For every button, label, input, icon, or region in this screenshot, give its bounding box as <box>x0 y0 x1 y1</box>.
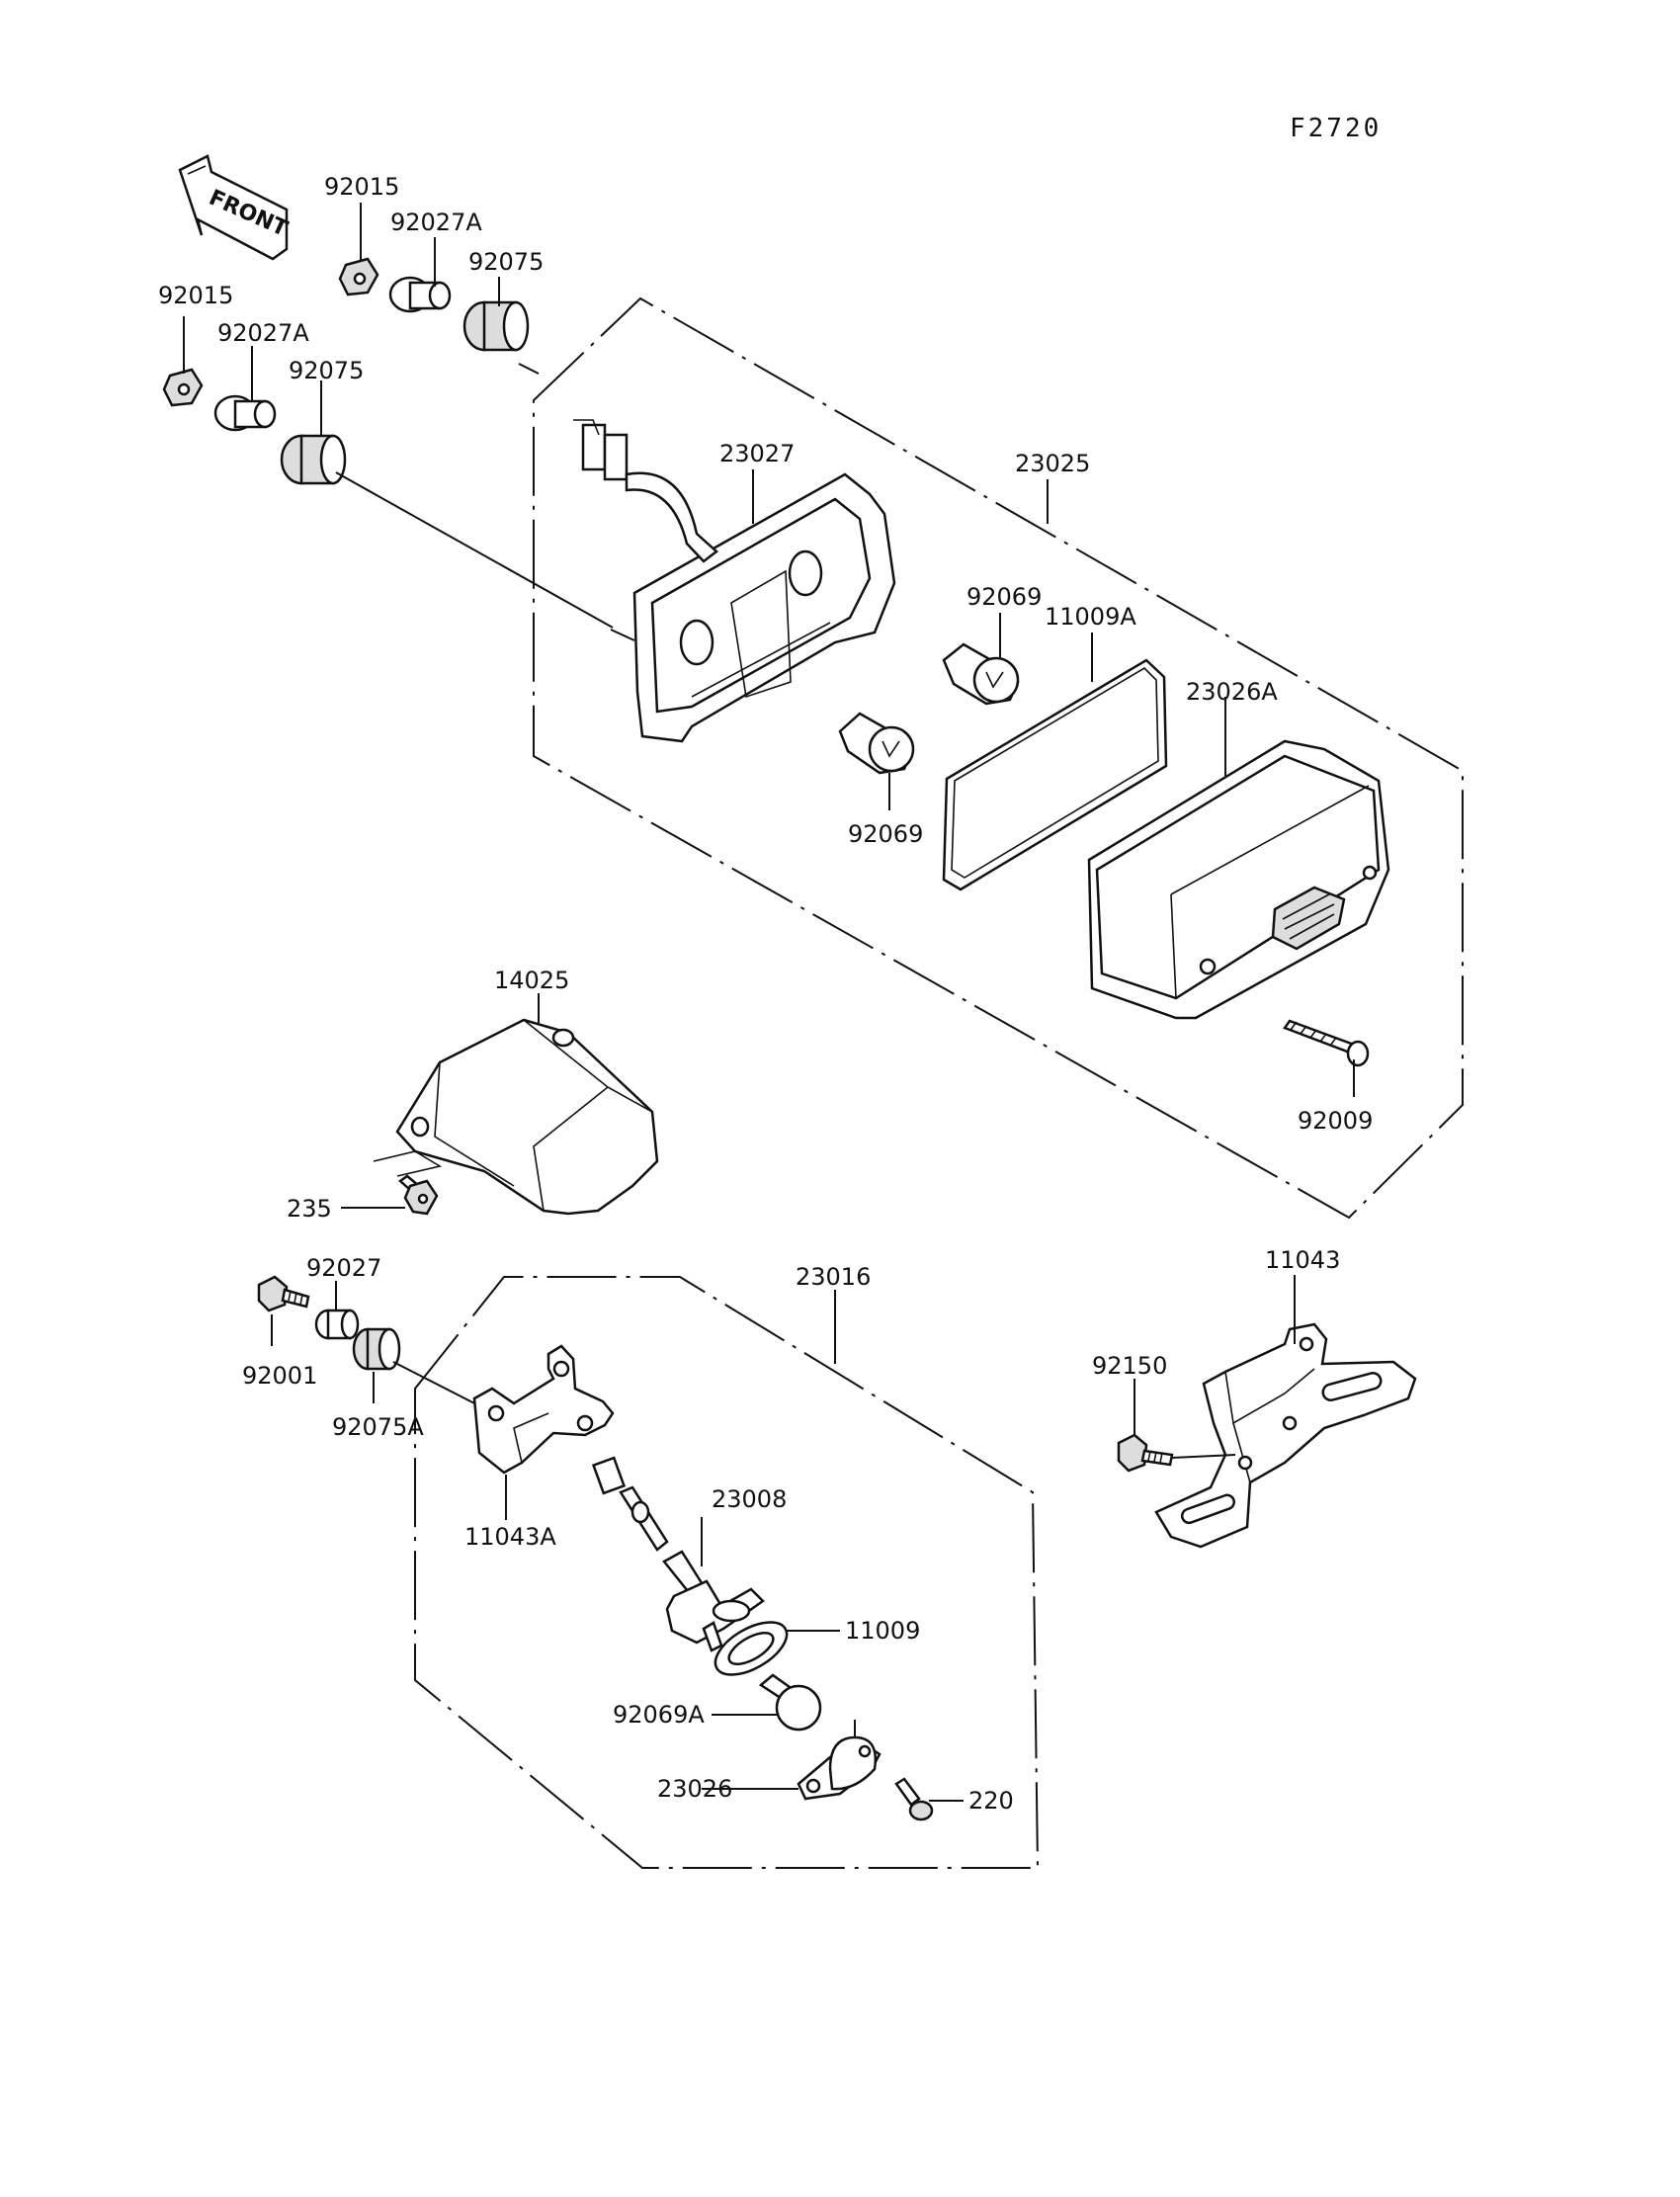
label-23026: 23026 <box>657 1775 732 1803</box>
part-14025-cover <box>373 1018 659 1216</box>
label-92015-a: 92015 <box>324 173 399 201</box>
part-220-screw <box>894 1777 934 1821</box>
label-235: 235 <box>287 1195 332 1223</box>
label-92075-b: 92075 <box>289 357 364 384</box>
label-92069-a: 92069 <box>966 583 1042 611</box>
part-23027-housing <box>610 472 896 743</box>
label-92009: 92009 <box>1298 1107 1373 1135</box>
part-92001-bolt <box>257 1275 310 1312</box>
part-92150-bolt <box>1117 1433 1174 1473</box>
label-11043A: 11043A <box>464 1523 556 1551</box>
bulb-92069-b <box>838 712 915 775</box>
part-235-screw <box>397 1174 439 1216</box>
part-92075-b <box>280 434 347 485</box>
part-92027A-a <box>388 276 452 313</box>
part-11043A-bracket <box>472 1344 615 1475</box>
bulb-92069A <box>758 1673 822 1732</box>
label-92001: 92001 <box>242 1362 317 1390</box>
label-92015-b: 92015 <box>158 282 233 309</box>
label-23008: 23008 <box>712 1485 787 1513</box>
part-92027A-b <box>213 394 277 432</box>
figure-code: F2720 <box>1290 114 1382 143</box>
part-11043-bracket <box>1154 1322 1417 1549</box>
label-92150: 92150 <box>1092 1352 1167 1380</box>
part-92075A-grommet <box>352 1327 401 1371</box>
bulb-92069-a <box>942 642 1020 706</box>
part-92075-a <box>462 300 530 352</box>
brand-emblem-icon <box>1271 886 1346 951</box>
label-92027A-a: 92027A <box>390 209 482 236</box>
label-23026A: 23026A <box>1186 678 1278 706</box>
part-92009-screw <box>1283 1019 1370 1067</box>
label-92069-b: 92069 <box>848 820 923 848</box>
label-92075A: 92075A <box>332 1413 424 1441</box>
label-92027: 92027 <box>306 1254 381 1282</box>
part-11009-ring <box>714 1621 789 1676</box>
label-11009: 11009 <box>845 1617 920 1645</box>
part-11009A-gasket <box>942 658 1168 891</box>
label-11043: 11043 <box>1265 1246 1340 1274</box>
part-23026-lens <box>797 1735 882 1801</box>
label-14025: 14025 <box>494 967 569 994</box>
part-23027-connector <box>573 419 718 563</box>
label-23025: 23025 <box>1015 450 1090 477</box>
group-boundary-23016 <box>414 1276 1040 1869</box>
label-11009A: 11009A <box>1045 603 1136 631</box>
part-23026A-lens <box>1087 739 1390 1020</box>
part-92027-collar <box>314 1309 360 1340</box>
label-23016: 23016 <box>796 1263 871 1291</box>
group-boundary-23025 <box>533 296 1464 1220</box>
label-23027: 23027 <box>719 440 795 467</box>
label-220: 220 <box>968 1787 1014 1815</box>
label-92027A-b: 92027A <box>217 319 309 347</box>
front-arrow-icon <box>178 154 289 261</box>
part-92015-b <box>162 368 204 407</box>
part-23008-socket <box>591 1456 765 1652</box>
label-92075-a: 92075 <box>468 248 544 276</box>
part-92015-a <box>338 257 379 296</box>
label-92069A: 92069A <box>613 1701 705 1729</box>
